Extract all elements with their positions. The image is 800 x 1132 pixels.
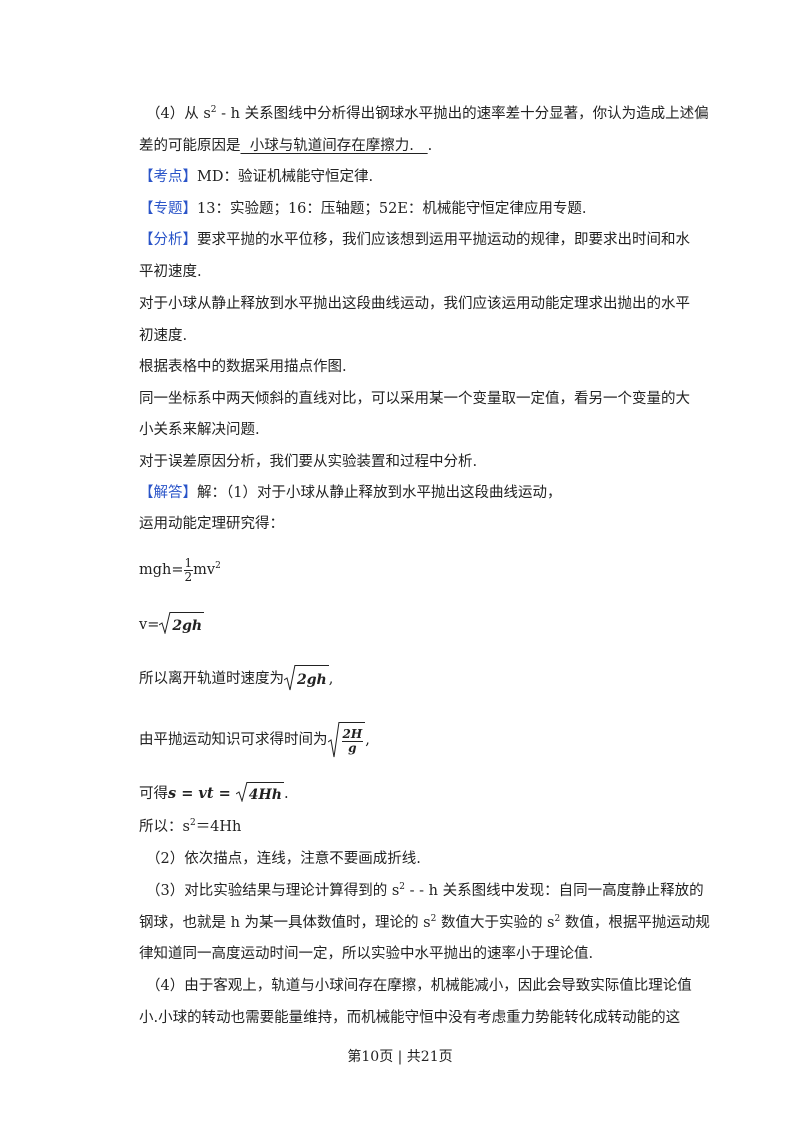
page-footer: 第10页 | 共21页 (347, 1049, 453, 1065)
fenxi-line-4: 初速度. (139, 328, 188, 344)
solution-3-line-2: 钢球，也就是 h 为某一具体数值时，理论的 s2 数值大于实验的 s2 数值，根… (139, 914, 710, 932)
sqrt-2gh-2: 2gh (284, 665, 329, 693)
sqrt-4Hh: 4Hh (235, 782, 284, 806)
equation-result: 所以：s2＝4Hh (139, 818, 242, 836)
jieda-line-2: 运用动能定理研究得： (139, 516, 284, 532)
kaodian-line: 【考点】MD：验证机械能守恒定律. (139, 169, 374, 185)
zhuanti-line: 【专题】13：实验题；16：压轴题；52E：机械能守恒定律应用专题. (139, 201, 587, 217)
solution-3-line-3: 律知道同一高度运动时间一定，所以实验中水平抛出的速率小于理论值. (139, 946, 594, 962)
answer-blank: 小球与轨道间存在摩擦力. (240, 138, 428, 154)
fenxi-line-8: 对于误差原因分析，我们要从实验装置和过程中分析. (139, 454, 478, 470)
kaodian-tag: 【考点】 (139, 169, 197, 185)
question-4-line-1: （4）从 s2 - h 关系图线中分析得出钢球水平抛出的速率差十分显著，你认为造… (146, 105, 709, 123)
sqrt-2gh: 2gh (159, 612, 205, 638)
fenxi-line-2: 平初速度. (139, 264, 202, 280)
solution-2: （2）依次描点，连线，注意不要画成折线. (146, 851, 421, 867)
zhuanti-tag: 【专题】 (139, 201, 197, 217)
question-4-line-2: 差的可能原因是 小球与轨道间存在摩擦力. . (139, 138, 433, 154)
equation-distance: 可得s = vt = 4Hh. (139, 782, 289, 806)
fenxi-tag: 【分析】 (139, 232, 197, 248)
fenxi-line-5: 根据表格中的数据采用描点作图. (139, 359, 347, 375)
jieda-tag: 【解答】 (139, 485, 197, 501)
solution-4-line-1: （4）由于客观上，轨道与小球间存在摩擦，机械能减小，因此会导致实际值比理论值 (146, 978, 692, 994)
fenxi-line-1: 【分析】要求平抛的水平位移，我们应该想到运用平抛运动的规律，即要求出时间和水 (139, 232, 690, 248)
jieda-line-1: 【解答】解：（1）对于小球从静止释放到水平抛出这段曲线运动， (139, 485, 562, 501)
solution-4-line-2: 小.小球的转动也需要能量维持，而机械能守恒中没有考虑重力势能转化成转动能的这 (139, 1010, 681, 1026)
fenxi-line-7: 小关系来解决问题. (139, 422, 260, 438)
equation-velocity: v=2gh (139, 612, 205, 638)
solution-3-line-1: （3）对比实验结果与理论计算得到的 s2 - - h 关系图线中发现：自同一高度… (146, 882, 704, 900)
fenxi-line-6: 同一坐标系中两天倾斜的直线对比，可以采用某一个变量取一定值，看另一个变量的大 (139, 391, 690, 407)
fenxi-line-3: 对于小球从静止释放到水平抛出这段曲线运动，我们应该运用动能定理求出抛出的水平 (139, 296, 690, 312)
